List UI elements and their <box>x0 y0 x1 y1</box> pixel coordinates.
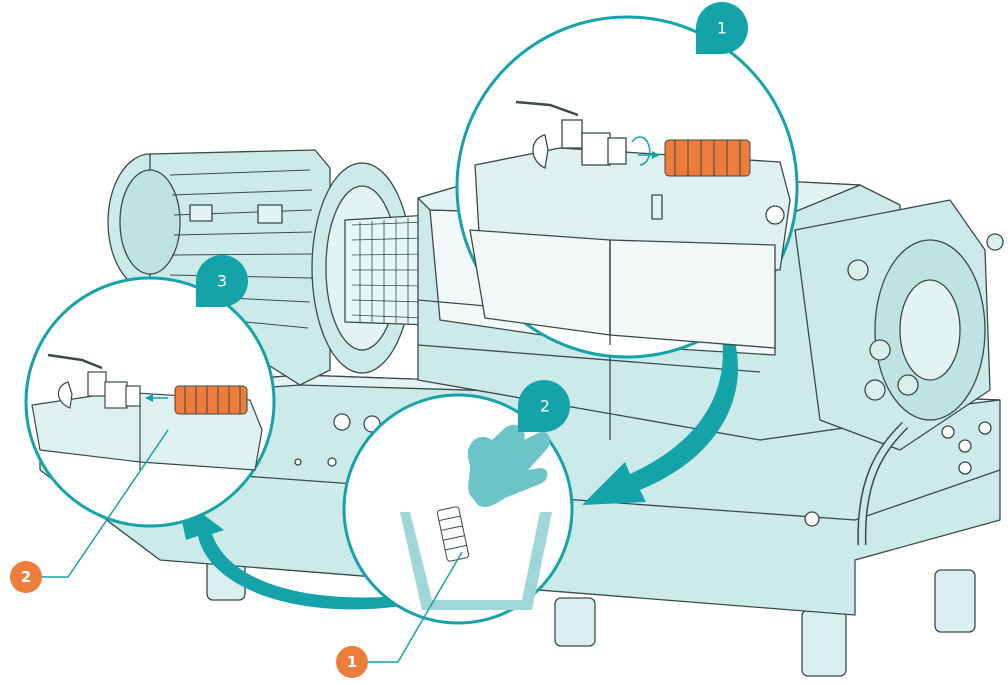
callout-1: 1 <box>336 646 368 678</box>
step-badge-1: 1 <box>696 2 748 54</box>
step-badge-3-label: 3 <box>217 272 227 291</box>
step3-direction-arrow <box>145 394 168 402</box>
step3-detail-circle <box>24 276 276 528</box>
arrow-step2-to-step3 <box>176 494 402 610</box>
coupling-guard-mesh <box>344 214 431 326</box>
flow-arrows <box>176 335 739 610</box>
pump-end-cover <box>794 199 1004 451</box>
step2-detail-circle <box>342 393 574 625</box>
step-badge-2: 2 <box>518 380 570 432</box>
callout-2-label: 2 <box>21 568 31 586</box>
step-badge-2-label: 2 <box>540 397 550 416</box>
callout-1-label: 1 <box>347 653 357 671</box>
step1-detail-circle <box>455 15 799 359</box>
step1-ball-valve <box>515 100 627 169</box>
hand-icon <box>467 424 551 508</box>
step-badge-3: 3 <box>196 255 248 307</box>
step1-direction-arrow <box>638 151 660 159</box>
support-feet <box>206 547 976 677</box>
step-badge-1-label: 1 <box>717 19 727 38</box>
step1-silencer-filter <box>664 139 751 177</box>
step3-silencer-filter <box>174 385 248 415</box>
arrow-step1-to-step2 <box>582 335 739 505</box>
callout-2: 2 <box>10 561 42 593</box>
step1-rotation-arrow <box>631 136 651 166</box>
step3-ball-valve <box>47 353 141 409</box>
